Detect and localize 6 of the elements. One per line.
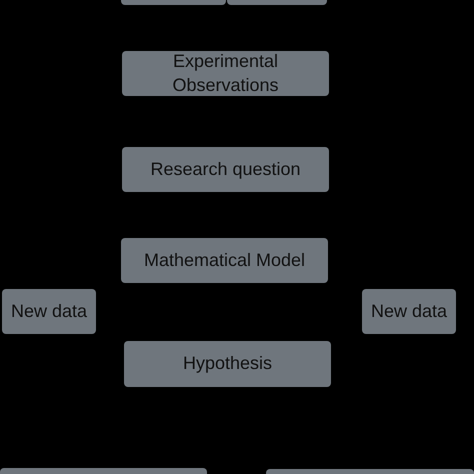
process-box: Experimental Observations bbox=[122, 51, 329, 96]
process-box: Research question bbox=[122, 147, 329, 192]
process-box: New data bbox=[2, 289, 96, 334]
process-box: Mathematical Model bbox=[121, 238, 328, 283]
process-box: New data bbox=[362, 289, 456, 334]
process-box: Hypothesis bbox=[124, 341, 331, 387]
